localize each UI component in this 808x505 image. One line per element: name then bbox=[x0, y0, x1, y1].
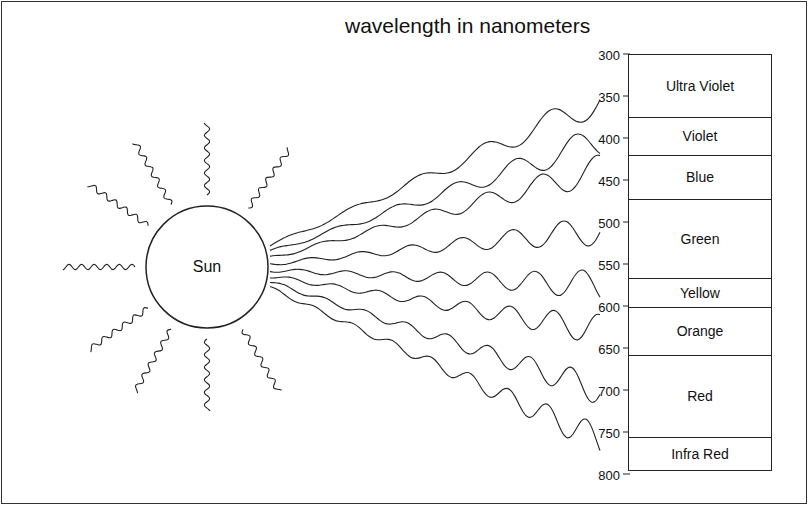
light-waves bbox=[270, 100, 600, 451]
wavelength-number: 750 bbox=[598, 426, 620, 441]
band-label: Infra Red bbox=[671, 446, 729, 462]
sun-rays bbox=[63, 123, 289, 411]
wavelength-number: 700 bbox=[598, 384, 620, 399]
spectrum-band: Blue bbox=[628, 155, 772, 200]
wavelength-number: 350 bbox=[598, 90, 620, 105]
spectrum-band: Green bbox=[628, 199, 772, 279]
spectrum-band: Orange bbox=[628, 307, 772, 356]
spectrum-band: Ultra Violet bbox=[628, 54, 772, 118]
spectrum-band: Infra Red bbox=[628, 437, 772, 471]
diagram-title: wavelength in nanometers bbox=[345, 14, 590, 38]
wavelength-number: 550 bbox=[598, 258, 620, 273]
band-label: Yellow bbox=[680, 285, 720, 301]
wavelength-number: 800 bbox=[598, 468, 620, 483]
band-label: Orange bbox=[677, 323, 724, 339]
wavelength-number: 600 bbox=[598, 300, 620, 315]
wavelength-number: 450 bbox=[598, 174, 620, 189]
wavelength-number: 500 bbox=[598, 216, 620, 231]
wavelength-number: 300 bbox=[598, 48, 620, 63]
band-label: Sun bbox=[193, 258, 221, 276]
band-label: Blue bbox=[686, 169, 714, 185]
band-label: Ultra Violet bbox=[666, 78, 734, 94]
spectrum-band: Yellow bbox=[628, 278, 772, 308]
sun-circle: Sun bbox=[145, 205, 269, 329]
band-label: Violet bbox=[683, 128, 718, 144]
band-label: Red bbox=[687, 388, 713, 404]
wavelength-number: 650 bbox=[598, 342, 620, 357]
spectrum-band: Red bbox=[628, 355, 772, 438]
wavelength-number: 400 bbox=[598, 132, 620, 147]
band-label: Green bbox=[681, 231, 720, 247]
spectrum-band: Violet bbox=[628, 117, 772, 156]
